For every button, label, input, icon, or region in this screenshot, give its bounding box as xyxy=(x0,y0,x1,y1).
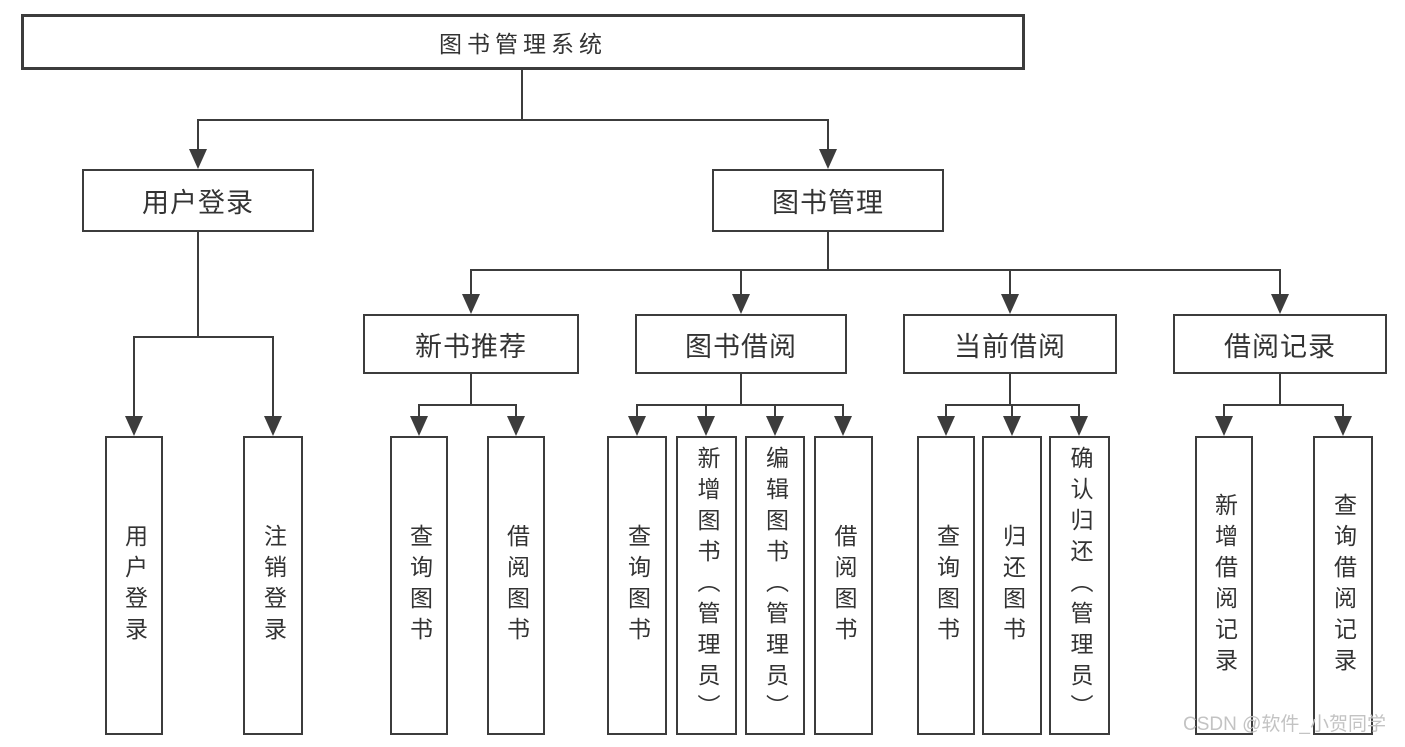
node-user-login: 用户登录 xyxy=(82,169,314,232)
arrowhead-icon xyxy=(1215,416,1233,436)
connector-line xyxy=(827,119,829,151)
arrowhead-icon xyxy=(125,416,143,436)
node-label: 编辑图书（管理员） xyxy=(762,446,789,725)
connector-line xyxy=(470,374,472,405)
node-borrowing-records: 借阅记录 xyxy=(1173,314,1387,374)
connector-line xyxy=(1342,404,1344,418)
connector-line xyxy=(470,269,1281,271)
leaf-edit-books-admin: 编辑图书（管理员） xyxy=(745,436,805,735)
node-book-borrowing: 图书借阅 xyxy=(635,314,847,374)
connector-line xyxy=(636,404,638,418)
node-label: 借阅图书 xyxy=(831,523,857,648)
connector-line xyxy=(1078,404,1080,418)
connector-line xyxy=(774,404,776,418)
connector-line xyxy=(740,374,742,405)
connector-line xyxy=(1223,404,1344,406)
leaf-query-books-borrow: 查询图书 xyxy=(607,436,667,735)
connector-line xyxy=(515,404,517,418)
arrowhead-icon xyxy=(819,149,837,169)
arrowhead-icon xyxy=(1334,416,1352,436)
arrowhead-icon xyxy=(628,416,646,436)
node-current-borrowing: 当前借阅 xyxy=(903,314,1117,374)
arrowhead-icon xyxy=(937,416,955,436)
connector-line xyxy=(133,336,274,338)
node-label: 新书推荐 xyxy=(415,331,527,362)
node-label: 图书管理 xyxy=(772,188,884,218)
arrowhead-icon xyxy=(1271,294,1289,314)
node-label: 确认归还（管理员） xyxy=(1067,446,1093,725)
connector-line xyxy=(1279,374,1281,405)
csdn-watermark: CSDN @软件_小贺同学 xyxy=(1183,714,1386,735)
leaf-add-books-admin: 新增图书（管理员） xyxy=(676,436,737,735)
connector-line xyxy=(740,269,742,296)
node-label: 查询图书 xyxy=(933,523,960,648)
connector-line xyxy=(1223,404,1225,418)
connector-line xyxy=(1009,374,1011,405)
node-label: 图书借阅 xyxy=(685,331,797,362)
connector-line xyxy=(842,404,844,418)
node-library-system: 图书管理系统 xyxy=(21,14,1025,70)
node-label: 查询借阅记录 xyxy=(1330,492,1357,679)
arrowhead-icon xyxy=(264,416,282,436)
leaf-borrow-books-recommend: 借阅图书 xyxy=(487,436,545,735)
node-label: 图书管理系统 xyxy=(439,31,607,57)
leaf-return-books: 归还图书 xyxy=(982,436,1042,735)
connector-line xyxy=(197,119,199,151)
arrowhead-icon xyxy=(507,416,525,436)
connector-line xyxy=(470,269,472,296)
connector-line xyxy=(521,69,523,120)
node-book-management: 图书管理 xyxy=(712,169,944,232)
connector-line xyxy=(636,404,844,406)
arrowhead-icon xyxy=(732,294,750,314)
node-label: 查询图书 xyxy=(406,523,433,648)
node-label: 新增借阅记录 xyxy=(1211,492,1238,679)
leaf-query-borrow-record: 查询借阅记录 xyxy=(1313,436,1373,735)
leaf-logout: 注销登录 xyxy=(243,436,303,735)
node-label: 用户登录 xyxy=(142,188,254,218)
connector-line xyxy=(197,232,199,337)
node-label: 借阅记录 xyxy=(1224,331,1336,362)
node-label: 注销登录 xyxy=(260,523,287,648)
node-label: 归还图书 xyxy=(999,523,1026,648)
leaf-query-books-recommend: 查询图书 xyxy=(390,436,448,735)
connector-line xyxy=(418,404,420,418)
connector-line xyxy=(1279,269,1281,296)
node-label: 用户登录 xyxy=(121,523,148,648)
node-label: 查询图书 xyxy=(624,523,651,648)
connector-line xyxy=(827,232,829,271)
connector-line xyxy=(705,404,707,418)
arrowhead-icon xyxy=(1070,416,1088,436)
arrowhead-icon xyxy=(189,149,207,169)
arrowhead-icon xyxy=(697,416,715,436)
arrowhead-icon xyxy=(766,416,784,436)
node-new-book-recommend: 新书推荐 xyxy=(363,314,579,374)
arrowhead-icon xyxy=(834,416,852,436)
connector-line xyxy=(1009,269,1011,296)
arrowhead-icon xyxy=(462,294,480,314)
node-label: 新增图书（管理员） xyxy=(694,446,720,725)
arrowhead-icon xyxy=(1003,416,1021,436)
connector-line xyxy=(945,404,947,418)
leaf-confirm-return-admin: 确认归还（管理员） xyxy=(1049,436,1110,735)
leaf-borrow-books: 借阅图书 xyxy=(814,436,873,735)
arrowhead-icon xyxy=(410,416,428,436)
connector-line xyxy=(272,336,274,418)
leaf-user-login: 用户登录 xyxy=(105,436,163,735)
connector-line xyxy=(418,404,517,406)
connector-line xyxy=(1011,404,1013,418)
leaf-add-borrow-record: 新增借阅记录 xyxy=(1195,436,1253,735)
leaf-query-books-current: 查询图书 xyxy=(917,436,975,735)
connector-line xyxy=(197,119,829,121)
node-label: 借阅图书 xyxy=(503,523,530,648)
connector-line xyxy=(133,336,135,418)
node-label: 当前借阅 xyxy=(954,331,1066,362)
arrowhead-icon xyxy=(1001,294,1019,314)
